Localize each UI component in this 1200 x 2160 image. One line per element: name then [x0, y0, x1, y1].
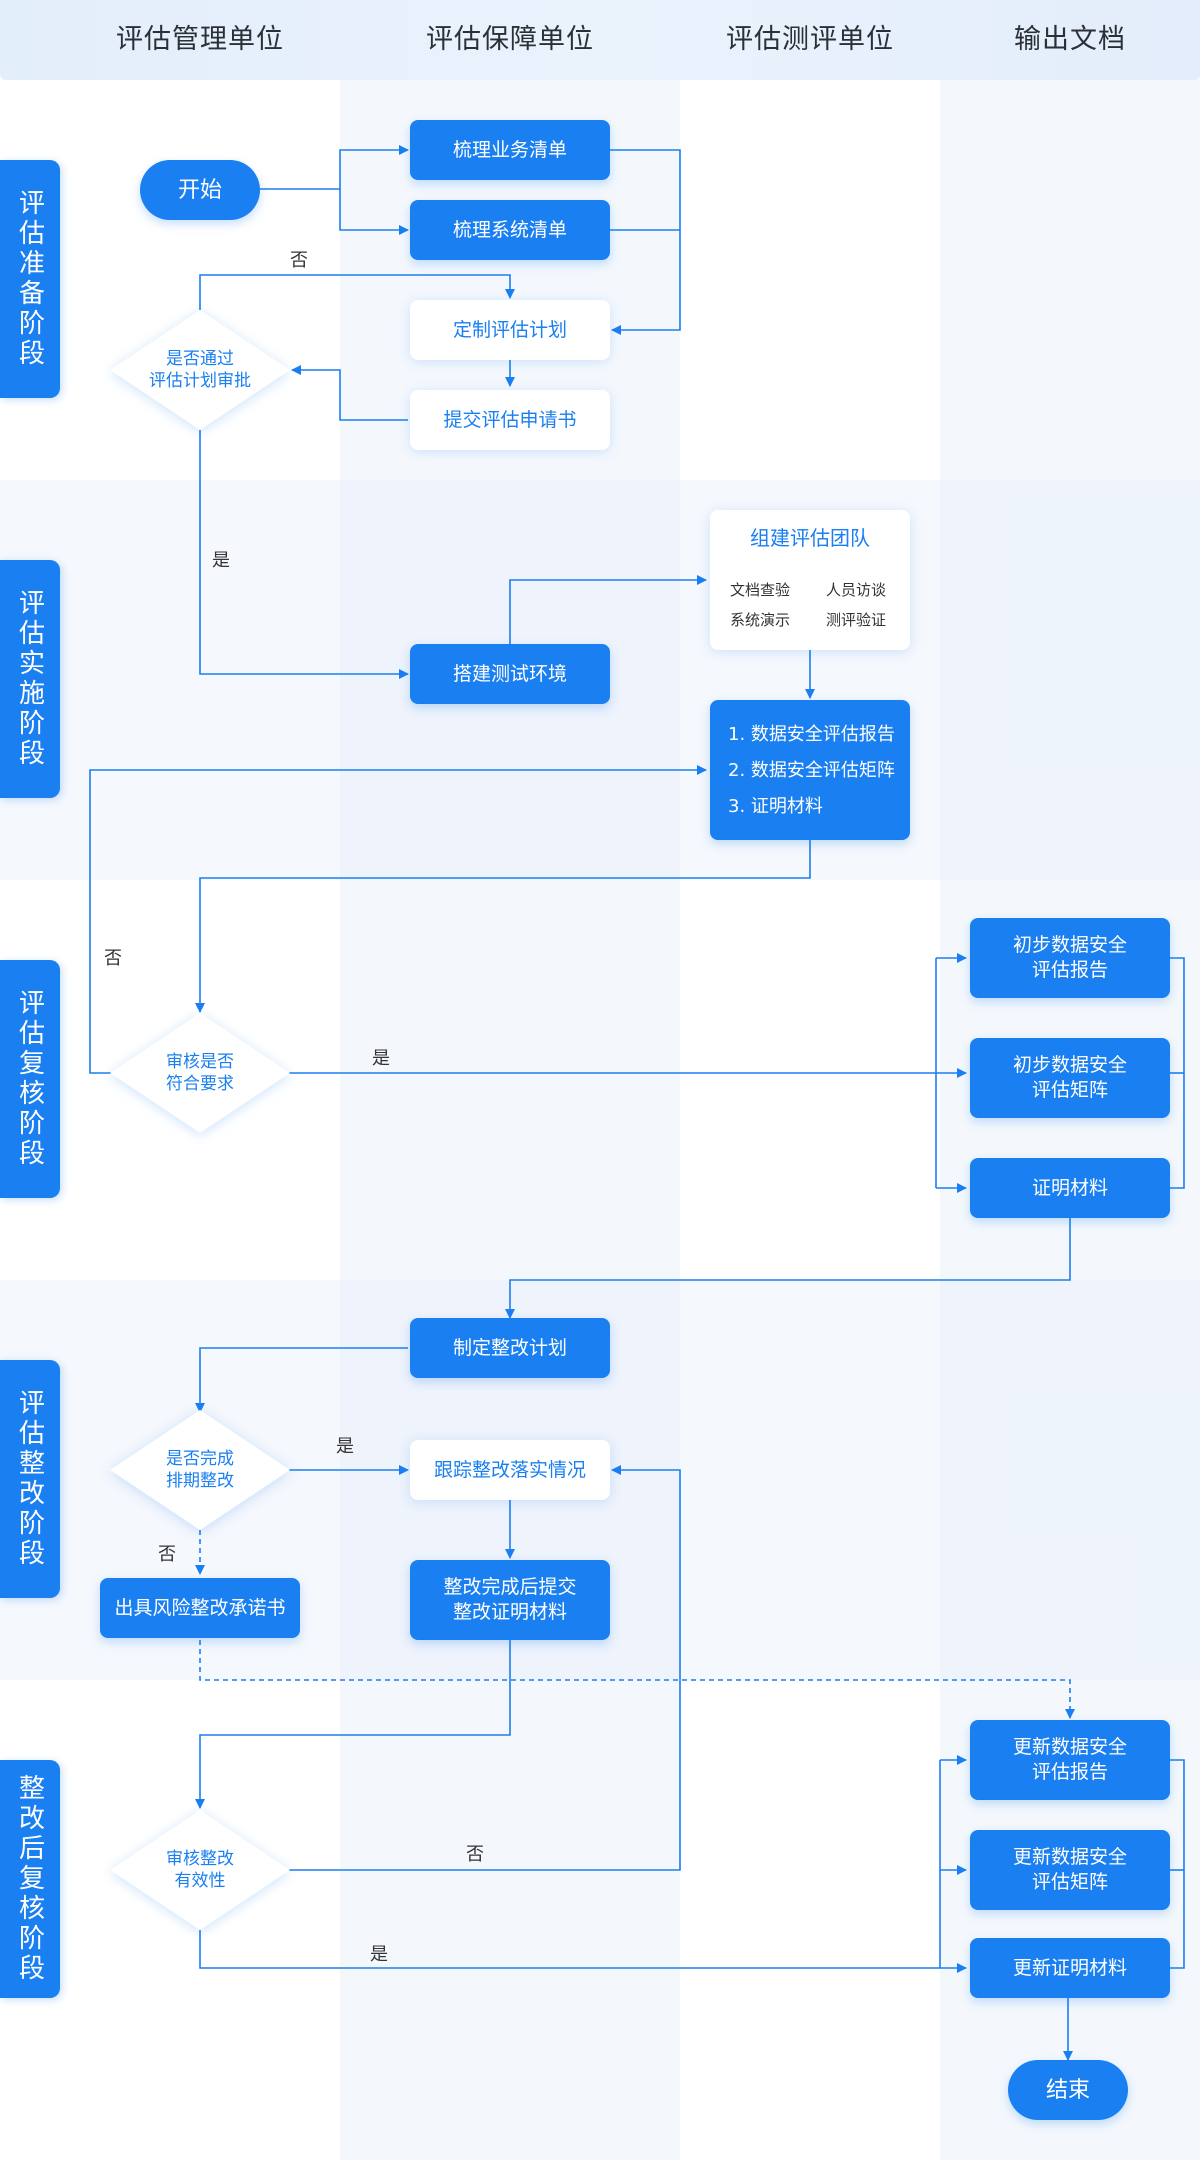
diamond-approve-label: 是否通过 评估计划审批	[149, 349, 251, 391]
team-title: 组建评估团队	[750, 526, 870, 550]
label-rectify-no: 否	[158, 1544, 176, 1565]
node-update-proof: 更新证明材料	[970, 1938, 1170, 1998]
edge-plan-decision	[195, 1347, 408, 1413]
label-approve-yes: 是	[212, 550, 230, 571]
node-update-matrix: 更新数据安全 评估矩阵	[970, 1830, 1170, 1910]
phase-preparation: 评估准备阶段	[0, 160, 60, 398]
diamond-effective: 审核整改 有效性	[110, 1810, 290, 1930]
edge-start-system	[339, 189, 409, 235]
edge-submit-decision	[291, 365, 408, 421]
label-review-yes: 是	[372, 1048, 390, 1069]
diamond-effective-label: 审核整改 有效性	[166, 1849, 234, 1891]
node-start: 开始	[140, 160, 260, 220]
node-team: 组建评估团队 文档查验 人员访谈 系统演示 测评验证	[710, 510, 910, 650]
edge-effective-no	[288, 1465, 681, 1871]
diamond-rectify: 是否完成 排期整改	[110, 1410, 290, 1530]
diamond-approve-shape	[110, 310, 290, 430]
diamond-approve: 是否通过 评估计划审批	[110, 310, 290, 430]
label-rectify-yes: 是	[336, 1436, 354, 1457]
header-management: 评估管理单位	[116, 24, 284, 55]
edge-outputs-review	[195, 840, 811, 1013]
node-sort-system: 梳理系统清单	[410, 200, 610, 260]
node-make-rectify-plan: 制定整改计划	[410, 1318, 610, 1378]
node-risk-commitment: 出具风险整改承诺书	[100, 1578, 300, 1638]
edge-risk-update	[199, 1640, 1075, 1719]
phase-post-rectification-review: 整改后复核阶段	[0, 1760, 60, 1998]
phase-implementation: 评估实施阶段	[0, 560, 60, 798]
team-item-system-demo: 系统演示	[730, 611, 791, 629]
edge-approve-yes	[199, 430, 409, 679]
diamond-review: 审核是否 符合要求	[110, 1013, 290, 1133]
edge-env-team	[509, 575, 707, 644]
node-make-plan: 定制评估计划	[410, 300, 610, 360]
node-sort-business: 梳理业务清单	[410, 120, 610, 180]
node-track-rectify: 跟踪整改落实情况	[410, 1440, 610, 1500]
node-prelim-matrix: 初步数据安全 评估矩阵	[970, 1038, 1170, 1118]
node-update-report: 更新数据安全 评估报告	[970, 1720, 1170, 1800]
label-review-no: 否	[104, 948, 122, 969]
outputs-item-report: 1. 数据安全评估报告	[728, 724, 895, 745]
edge-business-plan	[610, 149, 681, 335]
phase-rectification: 评估整改阶段	[0, 1360, 60, 1598]
lane-header: 评估管理单位 评估保障单位 评估测评单位 输出文档	[0, 0, 1200, 80]
team-item-interview: 人员访谈	[826, 581, 887, 599]
header-support: 评估保障单位	[426, 24, 594, 55]
diamond-rectify-label: 是否完成 排期整改	[166, 1449, 234, 1491]
header-output: 输出文档	[1014, 24, 1126, 55]
diamond-effective-shape	[110, 1810, 290, 1930]
edge-review-no	[89, 765, 707, 1074]
diamond-rectify-shape	[110, 1410, 290, 1530]
node-submit-proof: 整改完成后提交 整改证明材料	[410, 1560, 610, 1640]
edge-proof-rectify	[505, 1218, 1071, 1319]
edge-submit-effective	[195, 1640, 511, 1809]
node-submit-application: 提交评估申请书	[410, 390, 610, 450]
team-item-verification: 测评验证	[826, 611, 887, 629]
team-item-doc-check: 文档查验	[730, 581, 791, 599]
diamond-review-label: 审核是否 符合要求	[166, 1052, 234, 1094]
node-outputs-list: 1. 数据安全评估报告 2. 数据安全评估矩阵 3. 证明材料	[710, 700, 910, 840]
edge-update-bracket-right	[1168, 1759, 1185, 1969]
node-end: 结束	[1008, 2060, 1128, 2120]
edge-start-branch	[260, 145, 409, 190]
edge-effective-yes	[199, 1930, 967, 1973]
header-evaluation: 评估测评单位	[726, 24, 894, 55]
edge-approve-no	[199, 274, 515, 310]
node-build-env: 搭建测试环境	[410, 644, 610, 704]
node-prelim-report: 初步数据安全 评估报告	[970, 918, 1170, 998]
label-approve-no: 否	[290, 250, 308, 271]
phase-review: 评估复核阶段	[0, 960, 60, 1198]
label-effective-yes: 是	[370, 1944, 388, 1965]
lane-evaluation-bg	[680, 0, 940, 2160]
diamond-review-shape	[110, 1013, 290, 1133]
node-proof-material: 证明材料	[970, 1158, 1170, 1218]
label-effective-no: 否	[466, 1844, 484, 1865]
outputs-item-proof: 3. 证明材料	[728, 796, 823, 817]
outputs-item-matrix: 2. 数据安全评估矩阵	[728, 760, 895, 781]
